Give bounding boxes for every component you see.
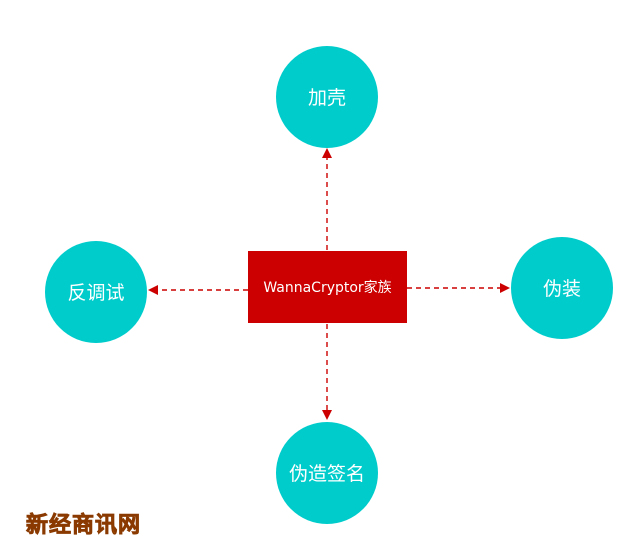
- node-right-label: 伪装: [543, 278, 581, 300]
- node-left-label: 反调试: [67, 282, 124, 304]
- node-top-label: 加壳: [308, 87, 346, 109]
- node-top-circle: [276, 46, 378, 148]
- center-node-label: WannaCryptor家族: [263, 279, 391, 296]
- node-right-circle: [511, 237, 613, 339]
- node-bottom-label: 伪造签名: [289, 463, 365, 485]
- watermark-logo: 新经商讯网: [26, 512, 141, 538]
- center-node-box: [248, 251, 407, 323]
- node-left-circle: [45, 241, 147, 343]
- node-bottom-circle: [276, 422, 378, 524]
